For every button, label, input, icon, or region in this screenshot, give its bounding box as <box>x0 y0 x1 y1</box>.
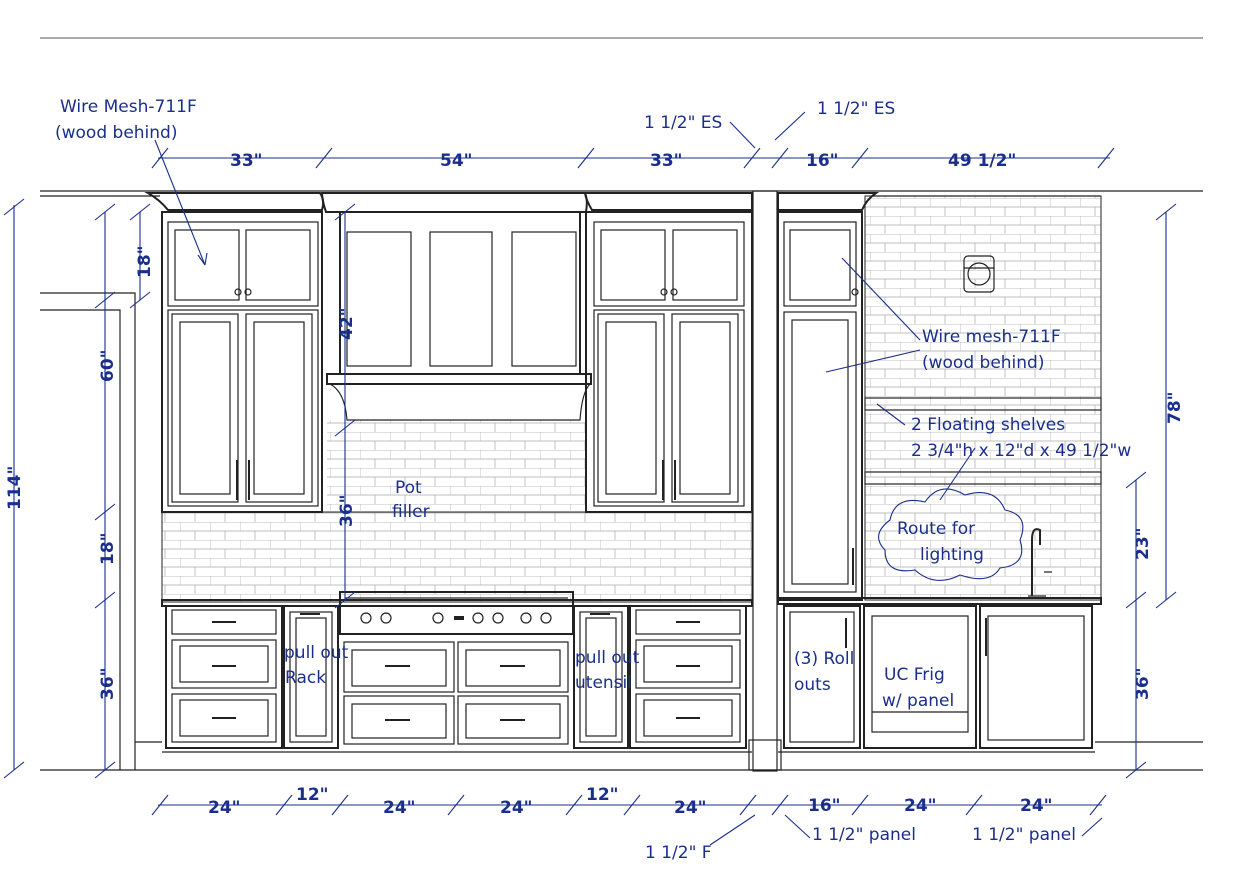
dim-bottom-6: 16" <box>808 796 841 816</box>
dim-right-36: 36" <box>1133 667 1153 700</box>
dim-bottom-4: 12" <box>586 785 619 805</box>
dim-right-23: 23" <box>1133 527 1153 560</box>
shelves-line1: 2 Floating shelves <box>911 415 1065 435</box>
shelves-line2: 2 3/4"h x 12"d x 49 1/2"w <box>911 441 1131 461</box>
route-lighting-cloud <box>878 488 1024 581</box>
roll-outs-line1: (3) Roll <box>794 649 854 669</box>
filler-label: 1 1/2" F <box>645 843 712 863</box>
column <box>748 190 782 772</box>
dimension-ticks <box>3 147 1177 816</box>
dim-bottom-0: 24" <box>208 798 241 818</box>
range <box>339 591 574 745</box>
route-lighting-line2: lighting <box>920 545 984 565</box>
dimension-lines <box>13 157 1167 806</box>
dim-top-0: 33" <box>230 151 263 171</box>
dim-left-60: 60" <box>98 349 118 382</box>
backsplash-tile-left <box>161 511 753 603</box>
dim-bottom-8: 24" <box>1020 796 1053 816</box>
dimensions-vertical: 114" 18" 60" 18" 36" 42" 36" 78" 23" 36" <box>5 245 1185 700</box>
annotations: Wire Mesh-711F (wood behind) 1 1/2" ES 1… <box>55 97 1131 863</box>
es-left-label: 1 1/2" ES <box>644 113 722 133</box>
dim-top-3: 16" <box>806 151 839 171</box>
floating-shelves <box>864 397 1102 485</box>
left-doorway <box>40 292 1203 771</box>
pot-filler-line2: filler <box>392 502 430 522</box>
dimensions-bottom: 24" 12" 24" 24" 12" 24" 16" 24" 24" <box>208 785 1053 818</box>
route-lighting-line1: Route for <box>897 519 975 539</box>
base-cabinets-left <box>165 605 339 749</box>
pull-rack-line1: pull out <box>284 643 349 663</box>
dim-top-1: 54" <box>440 151 473 171</box>
backsplash-tile-hood <box>327 420 585 512</box>
dim-left-18-top: 18" <box>135 245 155 278</box>
dim-bottom-7: 24" <box>904 796 937 816</box>
wire-mesh-right-line2: (wood behind) <box>922 353 1044 373</box>
dim-top-4: 49 1/2" <box>948 151 1016 171</box>
dim-bottom-2: 24" <box>383 798 416 818</box>
leader-lines <box>154 111 1103 846</box>
range-knobs <box>360 612 552 624</box>
pull-rack-line2: Rack <box>285 668 326 688</box>
faucet <box>1028 528 1052 597</box>
crown-molding <box>144 192 880 213</box>
dim-top-2: 33" <box>650 151 683 171</box>
dim-backsplash-36: 36" <box>337 494 357 527</box>
wall-sconce <box>963 255 995 293</box>
dim-bottom-3: 24" <box>500 798 533 818</box>
toe-kicks <box>135 741 1203 753</box>
dim-bottom-5: 24" <box>674 798 707 818</box>
base-cabinets-right <box>783 605 1093 749</box>
upper-cabinet-center-right <box>585 211 753 513</box>
panel-left-label: 1 1/2" panel <box>812 825 916 845</box>
es-right-label: 1 1/2" ES <box>817 99 895 119</box>
pull-utensil-line2: utensil <box>575 673 632 693</box>
upper-cabinet-left <box>161 211 323 513</box>
wire-mesh-right-line1: Wire mesh-711F <box>922 327 1061 347</box>
dim-left-36: 36" <box>98 667 118 700</box>
dim-hood-42: 42" <box>337 307 357 340</box>
wire-mesh-left-line2: (wood behind) <box>55 123 177 143</box>
roll-outs-line2: outs <box>794 675 831 695</box>
pull-utensil-line1: pull out <box>575 648 640 668</box>
dim-right-78: 78" <box>1165 391 1185 424</box>
panel-right-label: 1 1/2" panel <box>972 825 1076 845</box>
pot-filler-line1: Pot <box>395 478 422 498</box>
frig-line2: w/ panel <box>882 691 954 711</box>
range-hood <box>326 211 592 421</box>
tall-cabinet-right <box>777 211 863 601</box>
base-cabinets-center-right <box>573 605 747 749</box>
dimensions-top: 33" 54" 33" 16" 49 1/2" <box>230 151 1016 171</box>
frig-line1: UC Frig <box>884 665 945 685</box>
dim-left-18-mid: 18" <box>98 532 118 565</box>
dim-left-outer: 114" <box>5 466 25 510</box>
wire-mesh-left-line1: Wire Mesh-711F <box>60 97 197 117</box>
dim-bottom-1: 12" <box>296 785 329 805</box>
countertops <box>161 597 1102 607</box>
